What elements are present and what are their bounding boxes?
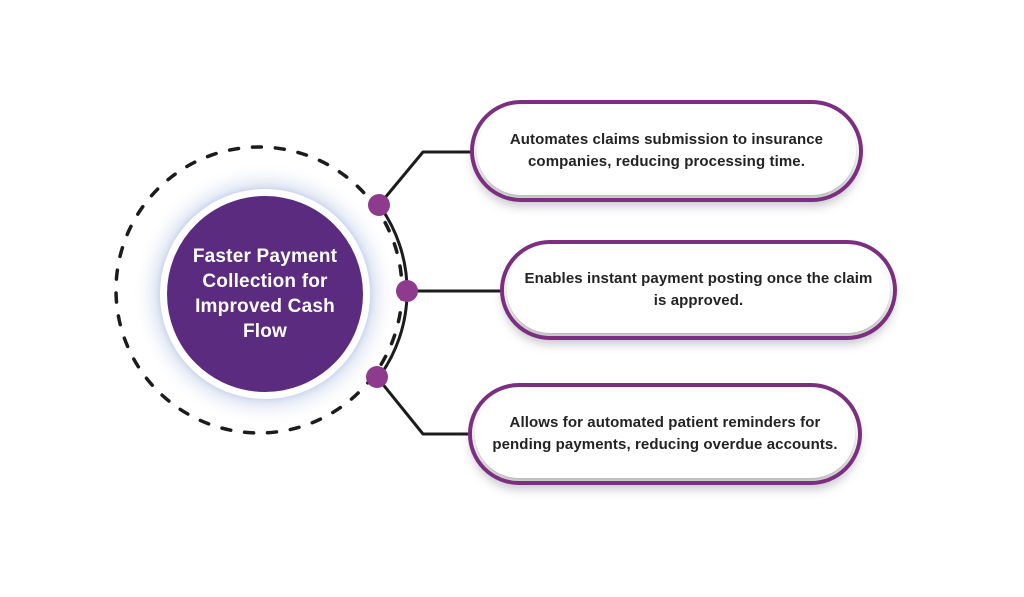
central-title-line: Collection for (202, 270, 328, 292)
central-node: Faster Payment Collection for Improved C… (160, 189, 370, 399)
info-box-text-line: Automates claims submission to insurance (509, 130, 824, 148)
info-box-text-line: Allows for automated patient reminders f… (509, 413, 821, 431)
central-node-title: Faster Payment Collection for Improved C… (193, 244, 337, 344)
connector-dot-top (368, 194, 390, 216)
connector-dot-middle (396, 280, 418, 302)
info-box-patient-reminders: Allows for automated patient reminders f… (468, 383, 862, 485)
central-title-line: Improved Cash (195, 296, 335, 317)
info-box-claims-submission-text: Automates claims submission to insurance… (477, 107, 856, 195)
connector-line-bottom (375, 375, 470, 436)
info-box-patient-reminders-text: Allows for automated patient reminders f… (475, 390, 855, 478)
connector-dot-bottom (366, 366, 388, 388)
central-title-line: Flow (242, 321, 288, 343)
info-box-payment-posting: Enables instant payment posting once the… (500, 240, 897, 340)
info-box-text-line: pending payments, reducing overdue accou… (492, 436, 838, 453)
connector-arc (377, 203, 409, 379)
info-box-text-line: Enables instant payment posting once the… (524, 269, 873, 287)
info-box-payment-posting-text: Enables instant payment posting once the… (507, 247, 890, 333)
central-title-line: Faster Payment (192, 245, 338, 267)
connector-line-top (377, 150, 472, 207)
info-box-text-line: is approved. (653, 292, 744, 309)
info-box-claims-submission: Automates claims submission to insurance… (470, 100, 863, 202)
info-box-text-line: companies, reducing processing time. (527, 153, 805, 170)
